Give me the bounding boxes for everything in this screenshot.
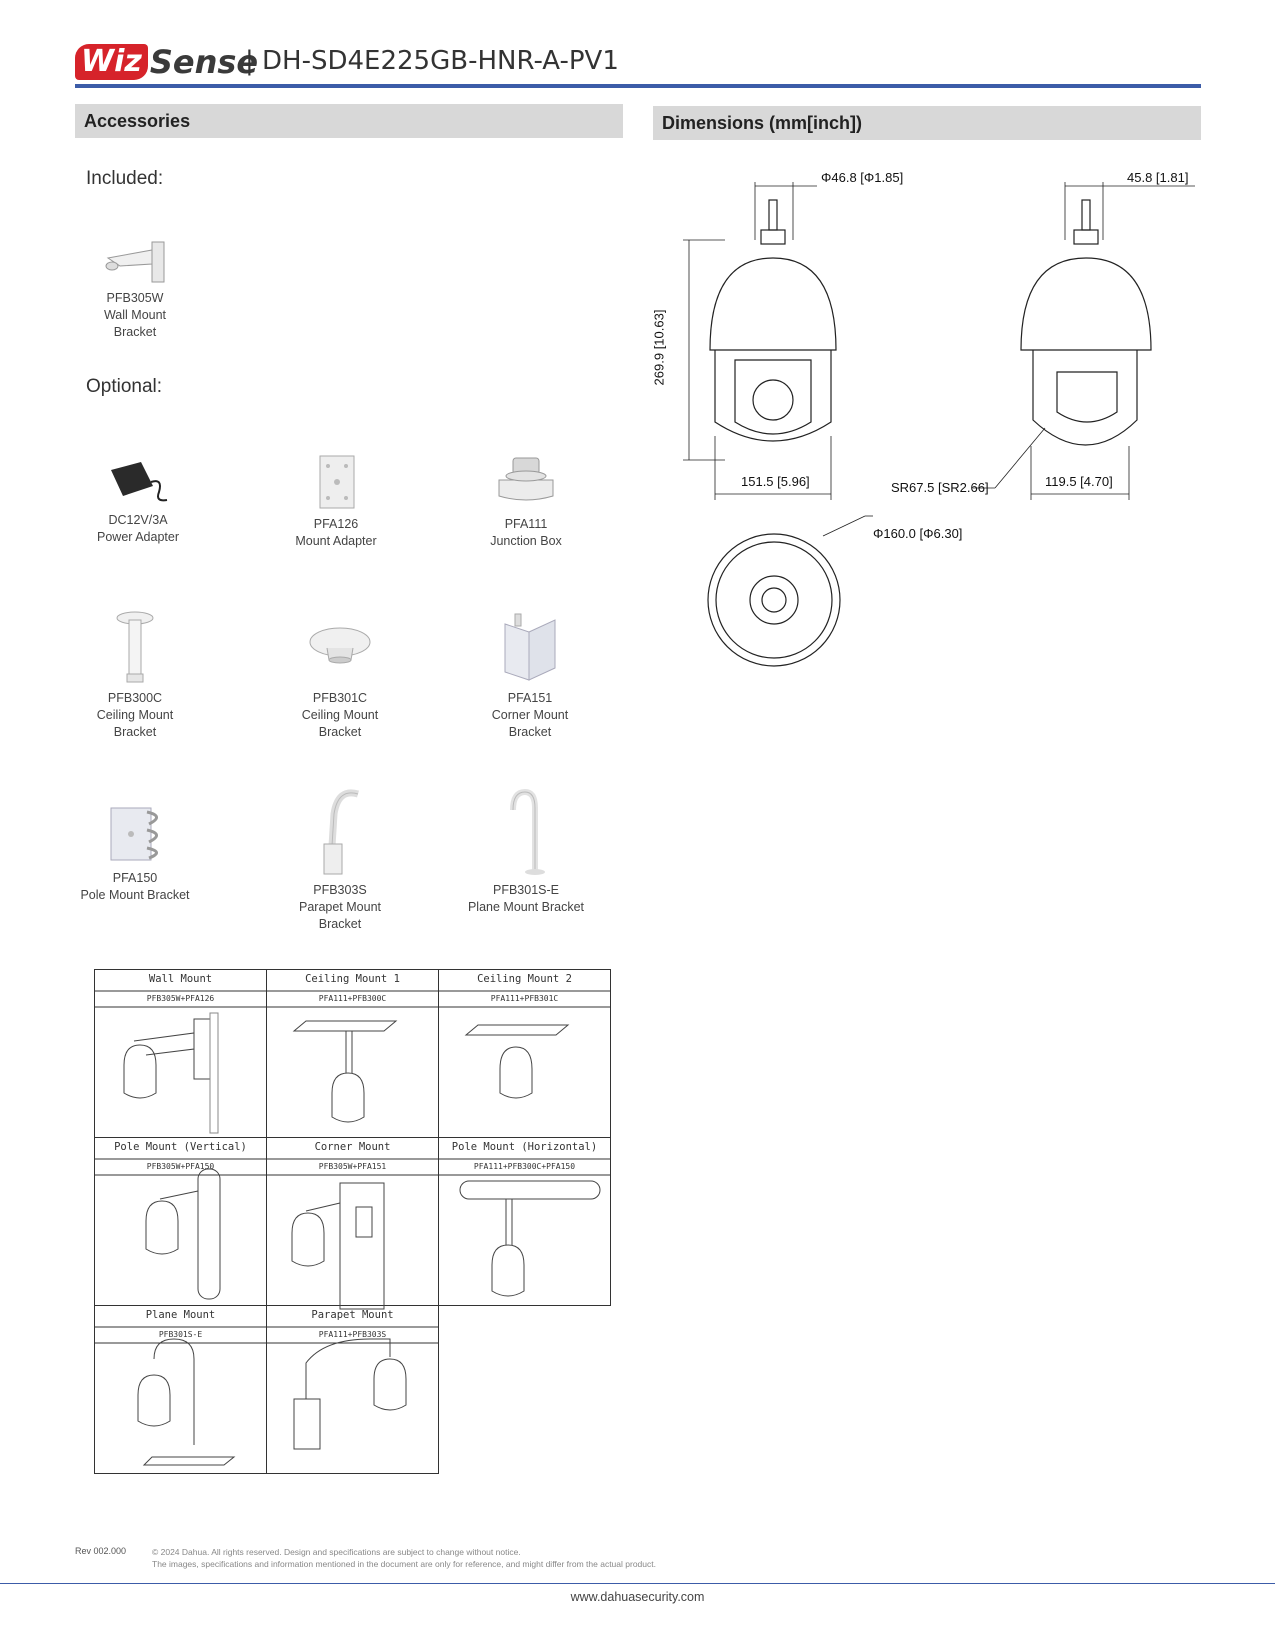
mount-title: Ceiling Mount 2: [477, 973, 572, 985]
footer-divider: [0, 1583, 1275, 1584]
mount-title: Pole Mount (Horizontal): [451, 1141, 598, 1153]
model-number: | DH-SD4E225GB-HNR-A-PV1: [245, 46, 619, 76]
acc-line2: Ceiling Mount: [96, 708, 174, 722]
power-adapter-icon: [111, 462, 168, 502]
acc-line1: PFB303S: [313, 883, 367, 897]
pole-bracket-icon: [110, 807, 158, 861]
accessory-pfa150: PFA150 Pole Mount Bracket: [45, 802, 225, 904]
acc-line3: Bracket: [318, 917, 362, 931]
dim-side-width: 119.5 [4.70]: [1045, 474, 1113, 489]
acc-line1: PFB301C: [312, 691, 368, 705]
mount-title: Pole Mount (Vertical): [114, 1141, 247, 1153]
acc-line1: PFA150: [112, 871, 158, 885]
acc-line3: Bracket: [508, 725, 552, 739]
dim-diameter: Φ160.0 [Φ6.30]: [873, 526, 963, 541]
dim-top-diameter: Φ46.8 [Φ1.85]: [821, 170, 904, 185]
accessory-pfa151: PFA151 Corner Mount Bracket: [440, 610, 620, 741]
acc-line1: PFA151: [507, 691, 553, 705]
dimension-drawing: Φ46.8 [Φ1.85] 45.8 [1.81] 269.9 [10.63] …: [651, 160, 1201, 680]
logo-sense: Sense: [149, 43, 259, 81]
legal-line1: © 2024 Dahua. All rights reserved. Desig…: [152, 1547, 521, 1557]
acc-line3: Bracket: [113, 725, 157, 739]
accessory-pfb301c: PFB301C Ceiling Mount Bracket: [250, 618, 430, 741]
accessory-pfb301s-e: PFB301S-E Plane Mount Bracket: [436, 786, 616, 916]
mount-code: PFA111+PFB300C+PFA150: [473, 1162, 576, 1171]
acc-line1: PFB301S-E: [492, 883, 559, 897]
corner-bracket-icon: [504, 613, 556, 681]
camera-outline-drawing: [683, 182, 1195, 667]
wall-bracket-icon: [105, 241, 165, 283]
accessory-pfb305w: PFB305W Wall Mount Bracket: [45, 236, 225, 341]
acc-line2: Mount Adapter: [295, 534, 377, 548]
acc-line2: Ceiling Mount: [301, 708, 379, 722]
dim-radius: SR67.5 [SR2.66]: [891, 480, 989, 495]
mount-code: PFB305W+PFA151: [318, 1162, 387, 1171]
mount-code: PFA111+PFB303S: [318, 1330, 387, 1339]
included-label: Included:: [86, 168, 164, 189]
mount-table-lines: [94, 990, 611, 1466]
mount-title: Corner Mount: [314, 1141, 391, 1153]
header-divider: [75, 84, 1201, 88]
accessory-pfa126: PFA126 Mount Adapter: [246, 452, 426, 550]
acc-line2: Parapet Mount: [299, 900, 381, 914]
acc-line2: Power Adapter: [97, 530, 179, 544]
revision-number: Rev 002.000: [75, 1546, 127, 1556]
acc-line2: Corner Mount: [491, 708, 569, 722]
mount-code: PFB301S-E: [158, 1330, 203, 1339]
dim-height: 269.9 [10.63]: [651, 309, 667, 386]
mount-code: PFB305W+PFA126: [146, 994, 215, 1003]
accessory-pfb303s: PFB303S Parapet Mount Bracket: [250, 786, 430, 933]
wizsense-logo: Wiz Sense: [75, 42, 258, 82]
legal-line2: The images, specifications and informati…: [152, 1559, 656, 1569]
parapet-bracket-icon: [323, 789, 360, 875]
accessory-power-adapter: DC12V/3A Power Adapter: [48, 452, 228, 546]
acc-line1: PFB300C: [107, 691, 163, 705]
dim-top-right: 45.8 [1.81]: [1127, 170, 1189, 185]
dimensions-heading: Dimensions (mm[inch]): [653, 106, 1201, 140]
mount-code: PFA111+PFB301C: [490, 994, 559, 1003]
plane-bracket-icon: [510, 788, 545, 875]
logo-wiz: Wiz: [75, 44, 148, 80]
mount-code: PFA111+PFB300C: [318, 994, 387, 1003]
accessory-pfb300c: PFB300C Ceiling Mount Bracket: [45, 610, 225, 741]
acc-line2: Wall Mount: [103, 308, 167, 322]
acc-line1: DC12V/3A: [108, 513, 168, 527]
mount-title: Parapet Mount: [311, 1309, 394, 1321]
ceiling-mount-icon: [309, 627, 371, 664]
dim-front-width: 151.5 [5.96]: [741, 474, 810, 489]
acc-line3: Bracket: [318, 725, 362, 739]
junction-box-icon: [498, 457, 554, 501]
acc-line1: PFA126: [313, 517, 359, 531]
mount-adapter-icon: [319, 455, 355, 509]
acc-line1: PFB305W: [106, 291, 164, 305]
acc-line2: Pole Mount Bracket: [80, 888, 190, 902]
acc-line1: PFA111: [504, 517, 548, 531]
website-link[interactable]: www.dahuasecurity.com: [570, 1590, 705, 1604]
mount-title: Ceiling Mount 1: [305, 973, 400, 985]
mount-cell-pole-horizontal: [438, 1137, 611, 1306]
page-header: Wiz Sense | DH-SD4E225GB-HNR-A-PV1: [75, 40, 1201, 90]
ceiling-pendant-icon: [116, 611, 154, 683]
mount-code: PFB305W+PFA150: [146, 1162, 215, 1171]
acc-line2: Plane Mount Bracket: [467, 900, 585, 914]
optional-label: Optional:: [86, 376, 163, 397]
acc-line3: Bracket: [113, 325, 157, 339]
accessory-pfa111: PFA111 Junction Box: [436, 452, 616, 550]
accessories-heading: Accessories: [75, 104, 623, 138]
mount-cell-parapet: [266, 1305, 439, 1474]
legal-notice: © 2024 Dahua. All rights reserved. Desig…: [152, 1546, 656, 1570]
mount-title: Plane Mount: [145, 1309, 216, 1321]
mount-title: Wall Mount: [148, 973, 213, 985]
acc-line2: Junction Box: [490, 534, 562, 548]
